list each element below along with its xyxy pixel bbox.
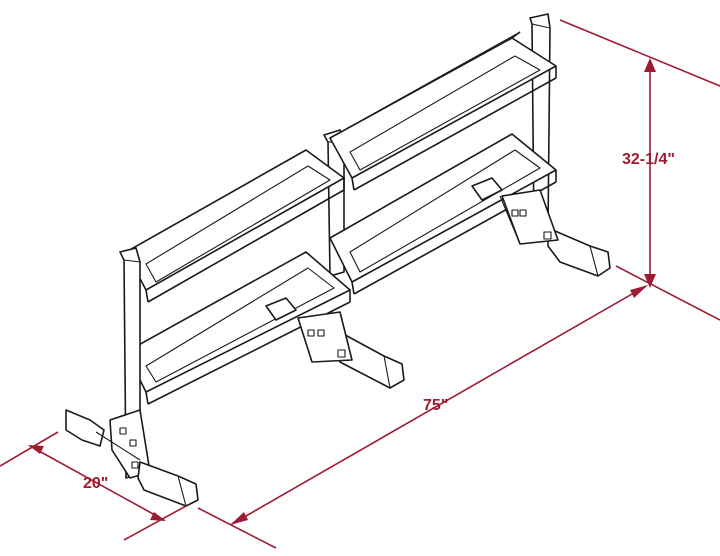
length-label: 75" [423,397,449,414]
rack-drawing [65,13,611,507]
depth-label: 20" [83,475,109,492]
length-dimension [197,285,648,549]
front-left-gusset [109,409,151,479]
rear-right-foot [547,227,611,277]
right-top-shelf [329,31,557,191]
right-center-bracket [471,177,559,245]
front-left-rear-foot [65,409,105,447]
front-left-foot [137,461,199,507]
dimension-lines [0,19,720,549]
height-dimension [559,19,720,321]
left-top-shelf [125,149,345,303]
height-label: 32-1/4" [622,151,675,168]
left-base-brace [95,431,141,461]
left-center-bracket [265,297,353,363]
depth-dimension [0,431,187,541]
